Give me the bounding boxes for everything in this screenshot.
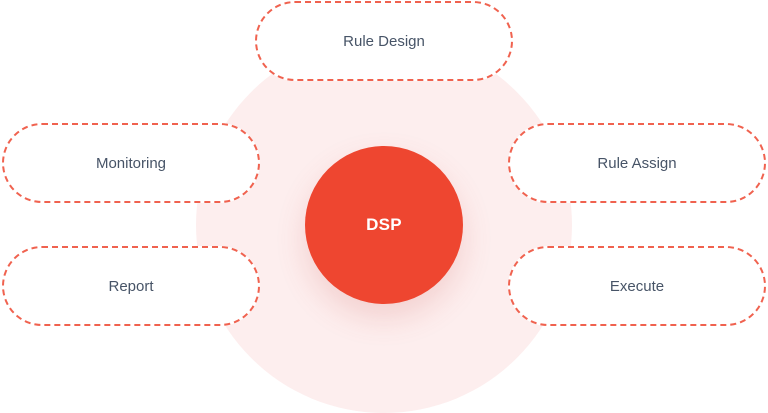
node-label: Monitoring xyxy=(95,154,167,172)
node-rule-design[interactable]: Rule Design xyxy=(255,1,513,81)
node-execute[interactable]: Execute xyxy=(508,246,766,326)
node-label: Execute xyxy=(609,277,665,295)
node-report[interactable]: Report xyxy=(2,246,260,326)
center-node-dsp[interactable]: DSP xyxy=(305,146,463,304)
node-label: Report xyxy=(108,277,154,295)
node-label: Rule Design xyxy=(343,32,425,50)
node-label: Rule Assign xyxy=(597,154,677,172)
node-monitoring[interactable]: Monitoring xyxy=(2,123,260,203)
center-label: DSP xyxy=(366,215,402,234)
node-rule-assign[interactable]: Rule Assign xyxy=(508,123,766,203)
